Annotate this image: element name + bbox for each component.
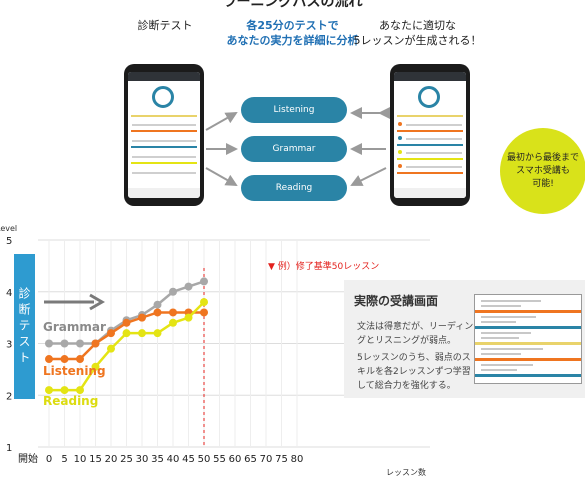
diagnostic-caption: 診断テスト xyxy=(137,19,193,32)
lessons-caption: あなたに適切な 5レッスンが生成される！ xyxy=(350,18,485,48)
data-point-listening xyxy=(138,313,146,322)
x-tick-label: 35 xyxy=(151,454,164,465)
x-tick-label: 0 xyxy=(46,454,52,465)
data-point-reading xyxy=(200,298,208,307)
callout-line2: スマホ受講も xyxy=(516,165,570,176)
page-title: ラーニングパスの流れ xyxy=(222,0,363,10)
data-point-grammar xyxy=(45,339,53,348)
series-label-grammar: Grammar xyxy=(43,320,106,334)
mobile-callout-badge: 最初から最後まで スマホ受講も 可能! xyxy=(500,128,585,214)
data-point-listening xyxy=(107,329,115,338)
right-phone-mockup xyxy=(390,64,470,206)
data-point-reading xyxy=(107,344,115,353)
data-point-reading xyxy=(76,386,84,395)
data-point-reading xyxy=(122,329,131,338)
data-point-listening xyxy=(169,308,177,317)
skill-pill-listening: Listening xyxy=(241,97,347,123)
skill-pill-grammar: Grammar xyxy=(241,136,347,162)
x-tick-label: 75 xyxy=(275,454,288,465)
lessons-caption-line1: あなたに適切な xyxy=(379,19,456,32)
data-point-listening xyxy=(153,308,162,317)
x-tick-label: 50 xyxy=(198,454,211,465)
callout-line3: 可能! xyxy=(532,178,554,189)
left-phone-mockup xyxy=(124,64,204,206)
data-point-reading xyxy=(138,329,146,338)
data-point-grammar xyxy=(169,287,177,296)
series-label-listening: Listening xyxy=(43,364,106,378)
data-point-listening xyxy=(91,339,100,348)
analysis-caption-line1: 各25分のテストで xyxy=(246,19,339,32)
flow-arrows xyxy=(205,107,390,186)
data-point-listening xyxy=(200,308,208,317)
skill-pill-reading: Reading xyxy=(241,175,347,201)
info-panel: 実際の受講画面 文法は得意だが、リーディングとリスニングが弱点。 5レッスンのう… xyxy=(344,280,585,398)
data-point-listening xyxy=(122,318,131,327)
y-tick-label: 2 xyxy=(6,391,12,402)
info-panel-paragraph-1: 文法は得意だが、リーディングとリスニングが弱点。 xyxy=(357,322,474,346)
diagnostic-test-bar: 診断テスト xyxy=(14,254,35,399)
data-point-reading xyxy=(153,329,162,338)
x-tick-label: 5 xyxy=(61,454,67,465)
analysis-caption-line2: あなたの実力を詳細に分析 xyxy=(226,34,359,47)
y-tick-label: 5 xyxy=(6,236,12,247)
x-tick-label: 40 xyxy=(167,454,180,465)
x-axis-label: レッスン数 xyxy=(386,467,426,477)
x-tick-label: 25 xyxy=(120,454,133,465)
x-tick-label: 60 xyxy=(229,454,242,465)
info-panel-paragraph-2: 5レッスンのうち、弱点のスキルを各2レッスンずつ学習して総合力を強化する。 xyxy=(357,353,471,391)
x-tick-label: 10 xyxy=(74,454,87,465)
data-point-reading xyxy=(169,318,177,327)
lessons-caption-line2: 5レッスンが生成される！ xyxy=(353,34,482,47)
data-point-listening xyxy=(45,355,53,364)
info-panel-title: 実際の受講画面 xyxy=(354,294,439,308)
progress-arrow-head xyxy=(89,293,105,311)
y-tick-label: 1 xyxy=(6,443,12,454)
target-annotation: ▼ 例）修了基準50レッスン xyxy=(268,260,379,272)
series-label-reading: Reading xyxy=(43,394,98,408)
lesson-list-screenshot xyxy=(474,294,582,384)
y-tick-label: 4 xyxy=(6,288,12,299)
data-point-grammar xyxy=(184,282,193,291)
x-tick-label: 45 xyxy=(182,454,195,465)
x-tick-label: 15 xyxy=(89,454,102,465)
x-tick-label: 開始 xyxy=(18,452,38,465)
data-point-reading xyxy=(45,386,53,395)
y-axis-label: Level xyxy=(0,224,17,233)
data-point-grammar xyxy=(153,300,162,309)
x-tick-label: 30 xyxy=(136,454,149,465)
callout-line1: 最初から最後まで xyxy=(506,152,579,163)
y-tick-label: 3 xyxy=(6,340,12,351)
data-point-reading xyxy=(91,362,100,371)
left-phone-screen xyxy=(128,72,200,198)
analysis-caption: 各25分のテストで あなたの実力を詳細に分析 xyxy=(200,18,385,48)
data-point-reading xyxy=(184,313,193,322)
data-point-grammar xyxy=(60,339,69,348)
x-tick-label: 70 xyxy=(260,454,273,465)
x-tick-label: 80 xyxy=(291,454,304,465)
x-tick-label: 65 xyxy=(244,454,257,465)
x-tick-label: 55 xyxy=(213,454,226,465)
data-point-listening xyxy=(60,355,69,364)
right-phone-screen xyxy=(394,72,466,198)
x-tick-label: 20 xyxy=(105,454,118,465)
data-point-reading xyxy=(60,386,69,395)
data-point-listening xyxy=(76,355,84,364)
data-point-grammar xyxy=(200,277,208,286)
data-point-grammar xyxy=(76,339,84,348)
